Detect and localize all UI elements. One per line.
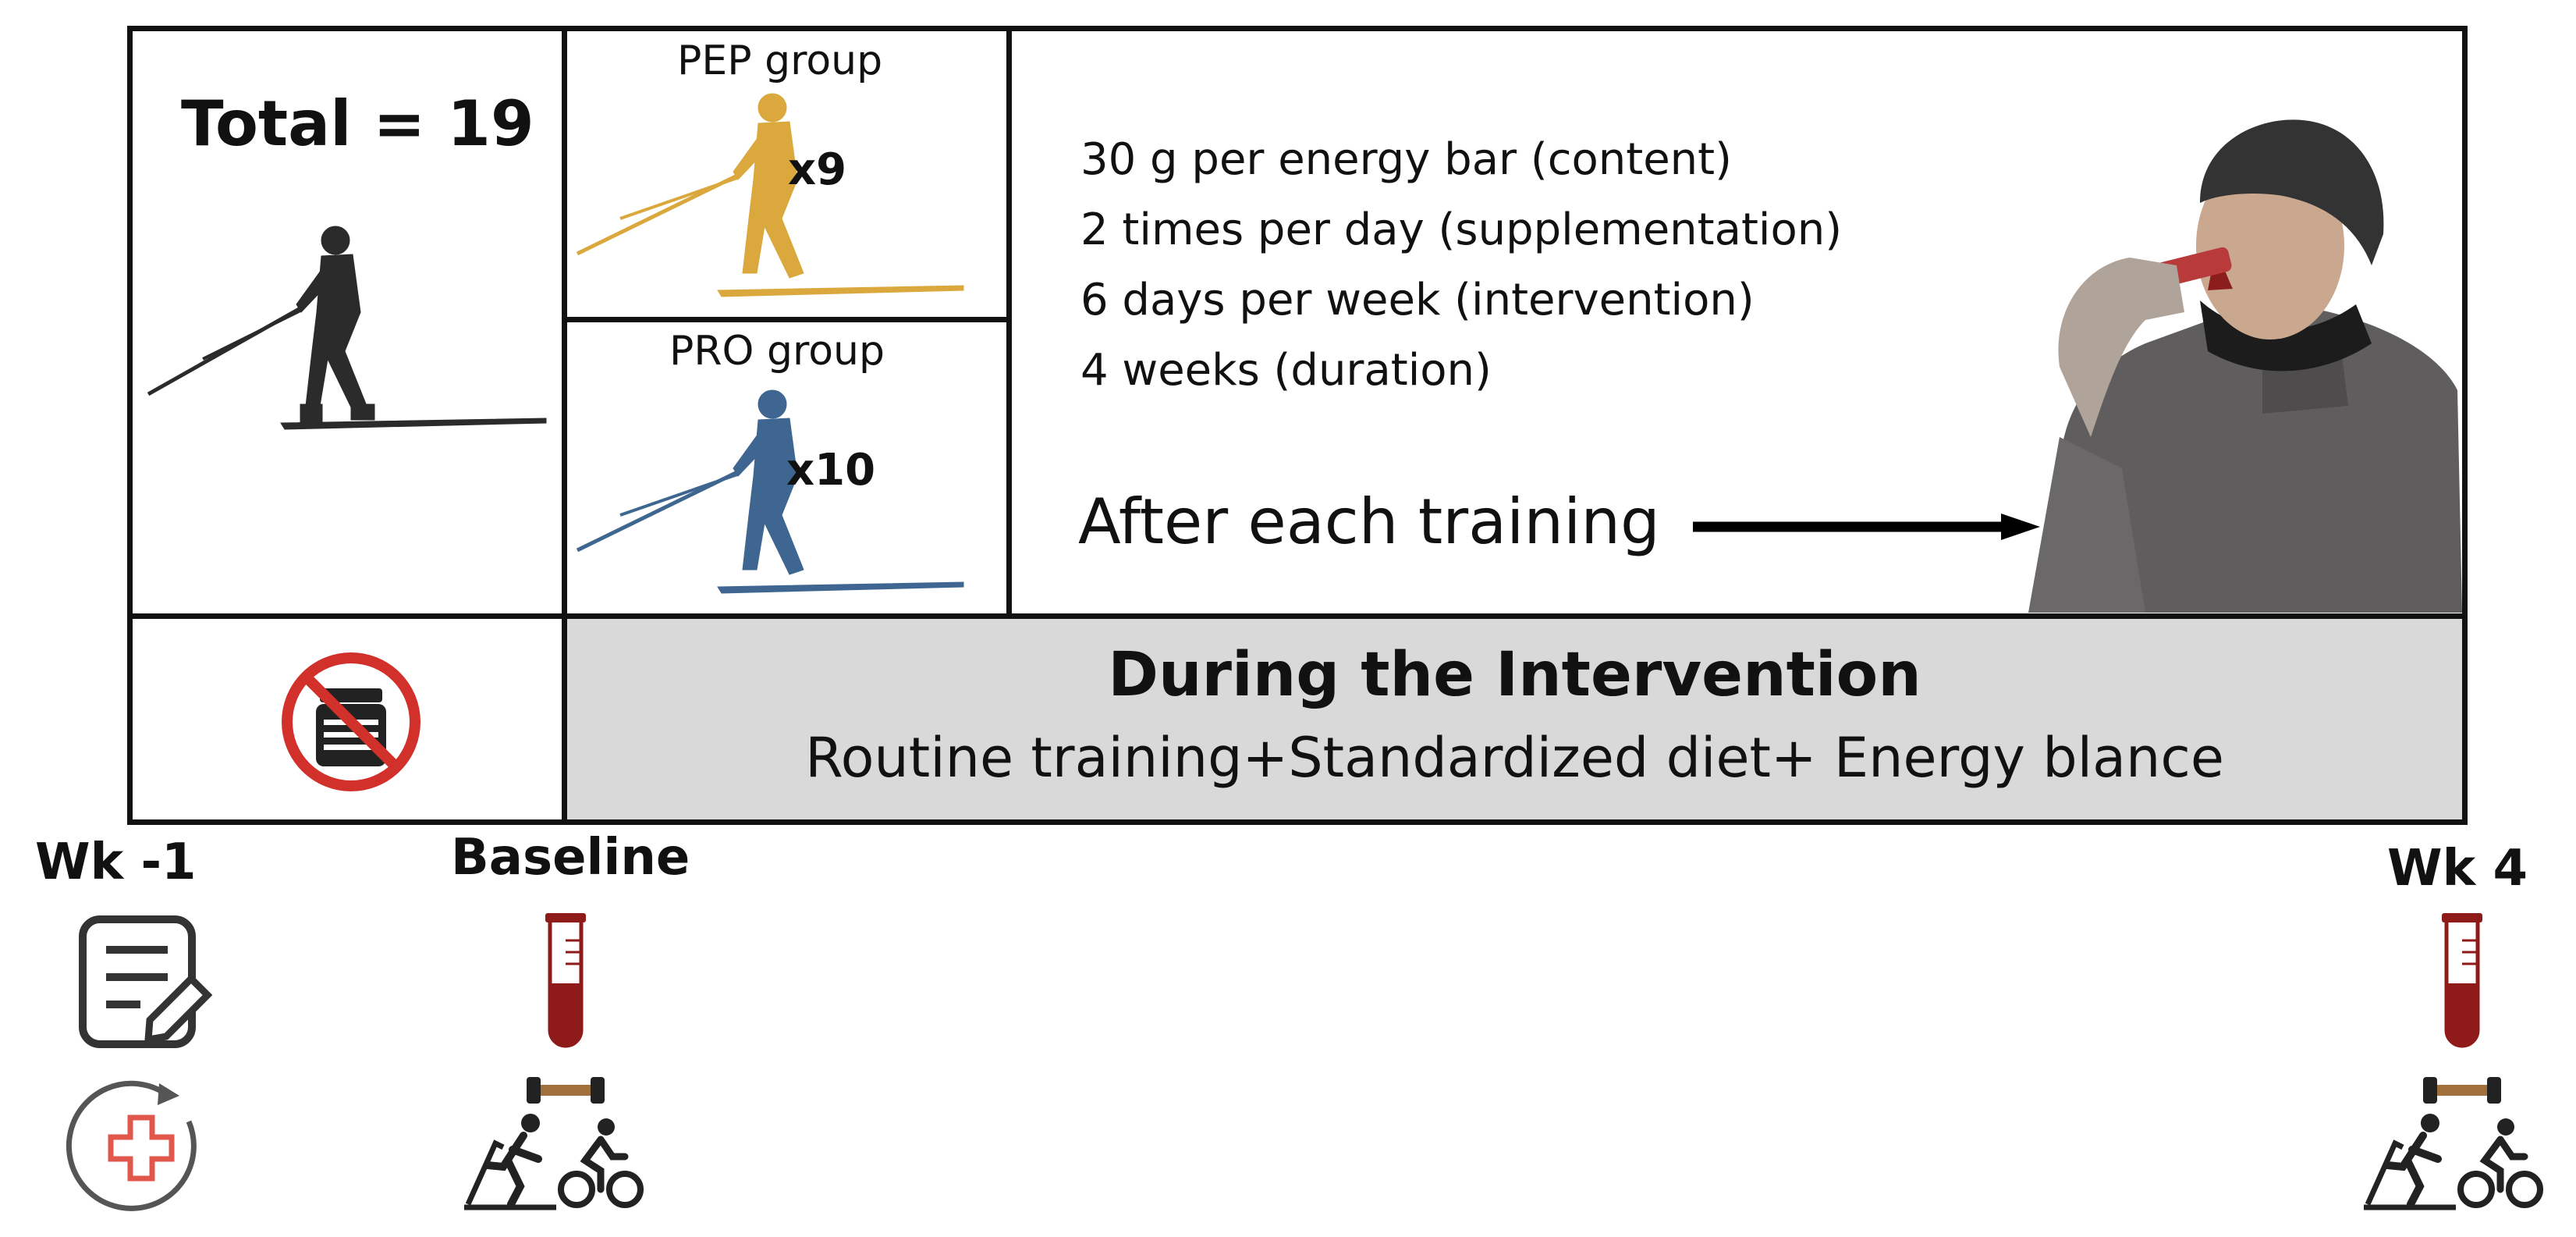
arrow-right-icon <box>1693 514 2040 540</box>
intervention-title: During the Intervention <box>1108 640 1921 710</box>
divider-h-main <box>127 613 2468 619</box>
divider-h-groups <box>562 317 1012 322</box>
no-supplement-icon <box>282 652 420 791</box>
blood-tube-icon <box>545 913 586 1048</box>
treadmill-icon <box>464 1114 556 1210</box>
dumbbell-icon <box>2423 1077 2501 1104</box>
intervention-band <box>567 619 2462 819</box>
protocol-line-weekly: 6 days per week (intervention) <box>1080 275 1755 325</box>
total-label: Total = 19 <box>181 87 534 160</box>
protocol-line-content: 30 g per energy bar (content) <box>1080 134 1732 185</box>
dumbbell-icon <box>527 1077 605 1104</box>
skier-pep-icon <box>576 93 964 297</box>
intervention-subtitle: Routine training+Standardized diet+ Ener… <box>805 726 2224 790</box>
questionnaire-icon <box>79 915 213 1048</box>
treadmill-icon <box>2364 1114 2456 1210</box>
diagram-frame <box>127 26 2468 825</box>
timeline-label-wk-minus-1: Wk -1 <box>35 834 197 891</box>
skier-pro-icon <box>576 389 964 594</box>
skier-dark-icon <box>147 226 547 430</box>
pep-group-count: x9 <box>788 144 847 195</box>
athlete-eating-bar-image <box>2028 119 2462 613</box>
protocol-line-duration: 4 weeks (duration) <box>1080 345 1492 396</box>
cycling-icon <box>558 1118 644 1208</box>
blood-tube-icon <box>2442 913 2482 1048</box>
medical-check-icon <box>66 1080 197 1211</box>
pro-group-label: PRO group <box>669 328 885 375</box>
cycling-icon <box>2457 1118 2543 1208</box>
pep-group-label: PEP group <box>677 37 883 84</box>
divider-v-left <box>562 26 567 825</box>
protocol-line-frequency: 2 times per day (supplementation) <box>1080 204 1843 255</box>
timeline-label-wk-4: Wk 4 <box>2387 840 2528 898</box>
after-training-label: After each training <box>1078 485 1660 558</box>
divider-v-mid <box>1006 26 1012 619</box>
pro-group-count: x10 <box>786 445 876 496</box>
timeline-label-baseline: Baseline <box>451 829 690 887</box>
